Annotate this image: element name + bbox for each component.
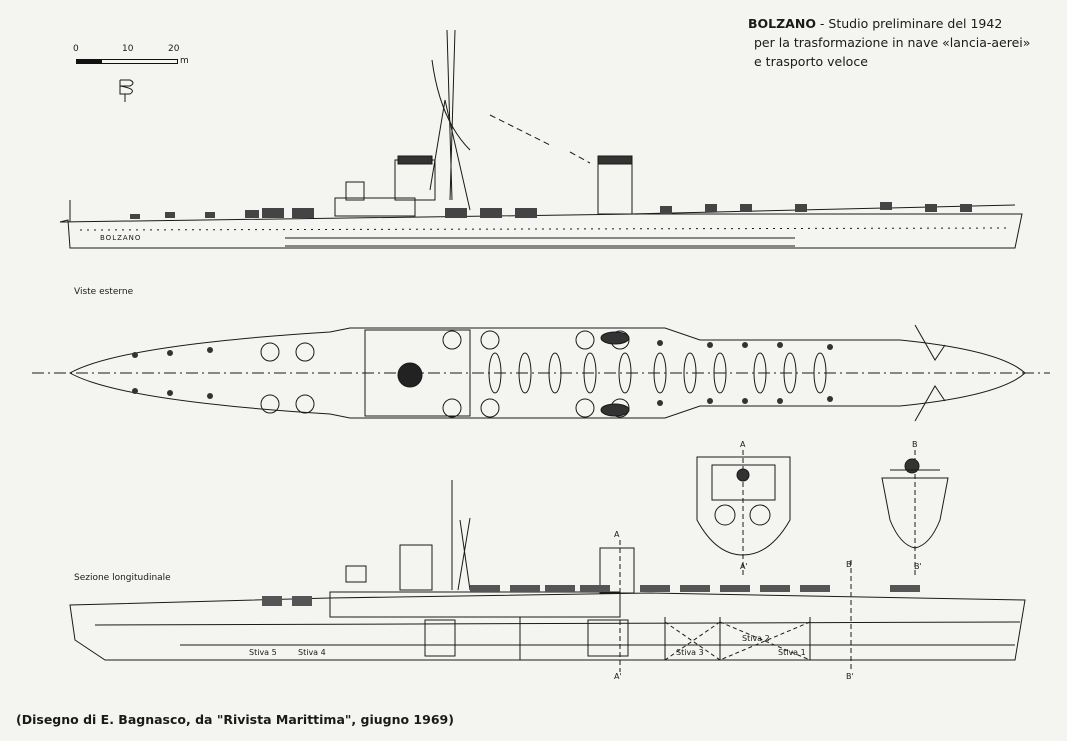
external-views-label: Viste esterne bbox=[74, 287, 134, 297]
long-section-b-label: B bbox=[846, 560, 852, 569]
stiva1-label: Stiva 1 bbox=[778, 648, 806, 657]
scale-unit: m bbox=[180, 56, 189, 66]
long-section-a-label: A bbox=[614, 530, 620, 539]
section-a-top-label: A bbox=[740, 440, 746, 449]
title-subtitle: - Studio preliminare del 1942 bbox=[815, 16, 1003, 31]
title-line-1: BOLZANO - Studio preliminare del 1942 bbox=[748, 14, 1030, 33]
section-b-bottom-label: B' bbox=[914, 562, 922, 571]
ship-name: BOLZANO bbox=[748, 16, 816, 31]
scale-bar-line bbox=[76, 59, 178, 64]
plan-circles bbox=[260, 330, 630, 418]
scale-tick-20: 20 bbox=[168, 44, 180, 54]
section-a-bottom-label: A' bbox=[740, 562, 748, 571]
source-caption: (Disegno di E. Bagnasco, da "Rivista Mar… bbox=[16, 712, 454, 727]
stiva4-label: Stiva 4 bbox=[298, 648, 326, 657]
section-hangar-dividers bbox=[519, 617, 811, 661]
section-b-top-label: B bbox=[912, 440, 918, 449]
stiva3-label: Stiva 3 bbox=[676, 648, 704, 657]
plan-aircraft bbox=[488, 352, 827, 394]
longitudinal-section-label: Sezione longitudinale bbox=[74, 573, 171, 583]
stiva2-label: Stiva 2 bbox=[742, 634, 770, 643]
designer-monogram bbox=[119, 79, 134, 102]
title-line-3: e trasporto veloce bbox=[754, 54, 868, 69]
title-line-2: per la trasformazione in nave «lancia-ae… bbox=[754, 35, 1031, 50]
scale-tick-0: 0 bbox=[73, 44, 79, 54]
scale-bar: 0 10 20 m bbox=[70, 44, 200, 74]
long-section-a-prime-label: A' bbox=[614, 672, 622, 681]
long-section-b-prime-label: B' bbox=[846, 672, 854, 681]
plan-view bbox=[32, 324, 1050, 422]
longitudinal-section bbox=[69, 480, 1026, 672]
stiva5-label: Stiva 5 bbox=[249, 648, 277, 657]
cross-section-b bbox=[881, 450, 949, 575]
hull-name-label: BOLZANO bbox=[100, 234, 142, 242]
title-block: BOLZANO - Studio preliminare del 1942 pe… bbox=[748, 14, 1030, 71]
scale-tick-10: 10 bbox=[122, 44, 134, 54]
cross-section-a bbox=[696, 450, 791, 575]
side-profile-view bbox=[59, 29, 1023, 249]
